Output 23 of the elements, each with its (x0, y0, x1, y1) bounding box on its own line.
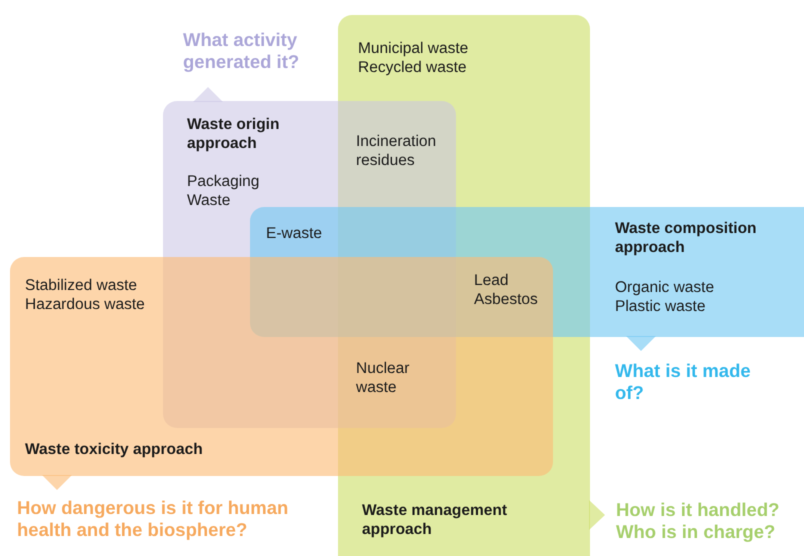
approach-panel (10, 257, 553, 476)
guiding-question: How dangerous is it for human health and the biosphere? (17, 497, 290, 541)
panel-heading: Waste management approach (362, 501, 508, 539)
approach-panel (250, 207, 804, 337)
waste-type-label: Municipal waste (358, 39, 470, 58)
guiding-question: How is it handled? Who is in charge? (616, 499, 780, 543)
waste-type-label: Nuclear waste (356, 359, 410, 397)
panel-heading: Waste composition approach (615, 219, 758, 257)
waste-type-label: Hazardous waste (25, 295, 146, 314)
panel-heading: Waste origin approach (187, 115, 280, 153)
panel-heading: Waste toxicity approach (25, 440, 204, 459)
waste-type-label: Organic waste (615, 278, 716, 297)
waste-type-label: Packaging Waste (187, 172, 260, 210)
waste-type-label: Lead (474, 271, 510, 290)
waste-type-label: Plastic waste (615, 297, 706, 316)
waste-type-label: Incineration residues (356, 132, 438, 170)
guiding-question: What activity generated it? (183, 29, 300, 73)
guiding-question: What is it made of? (615, 360, 752, 404)
waste-type-label: Recycled waste (358, 58, 468, 77)
approach-panel (338, 15, 590, 556)
waste-type-label: E-waste (266, 224, 323, 243)
waste-type-label: Asbestos (474, 290, 539, 309)
waste-type-label: Stabilized waste (25, 276, 138, 295)
